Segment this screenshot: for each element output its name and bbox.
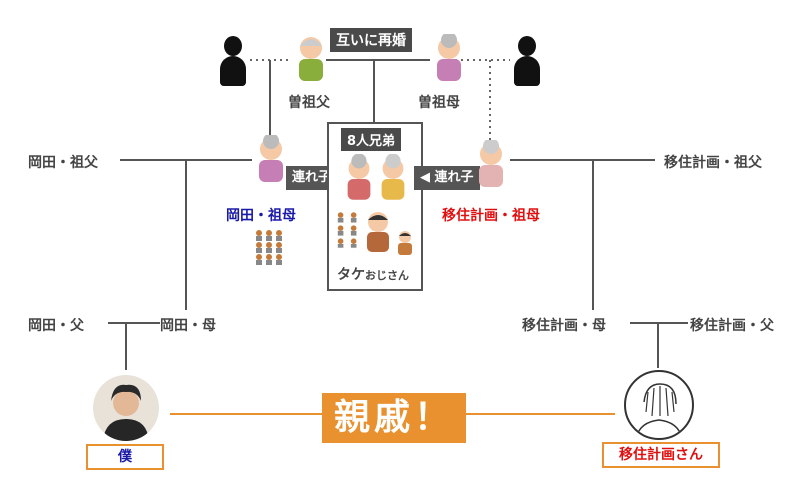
- step-child-arrow-right: ◀ 連れ子: [414, 166, 480, 190]
- man-icon: [367, 212, 389, 252]
- grandfather-icon: [299, 37, 323, 81]
- ijuu-grandmother-label: 移住計画・祖母: [442, 208, 540, 224]
- avatar-photo: [93, 375, 159, 441]
- siblings-label: 8人兄弟: [341, 128, 402, 151]
- okada-grandmother-label: 岡田・祖母: [226, 208, 296, 224]
- take-label: タケおじさん: [337, 267, 409, 283]
- okada-father-label: 岡田・父: [28, 318, 84, 334]
- great-grandmother-label: 曽祖母: [418, 95, 460, 111]
- silhouette-icon: [512, 36, 542, 86]
- ijuu-father-label: 移住計画・父: [690, 318, 774, 334]
- me-label: 僕: [86, 444, 164, 470]
- child-icon: [398, 231, 412, 255]
- grandmother-icon: [479, 140, 503, 187]
- child-icon: [337, 212, 357, 248]
- silhouette-icon: [218, 36, 248, 86]
- grandmother-icon: [437, 34, 461, 81]
- remarry-label: 互いに再婚: [330, 28, 412, 52]
- ijuu-mother-label: 移住計画・母: [522, 318, 606, 334]
- relatives-banner: 親戚！: [322, 393, 466, 443]
- siblings-box: 8人兄弟 タケおじさん: [327, 122, 423, 291]
- ijuu-grandfather-label: 移住計画・祖父: [664, 155, 762, 171]
- child-icon: [256, 230, 282, 265]
- ijuu-san-label: 移住計画さん: [602, 442, 720, 468]
- great-grandfather-label: 曽祖父: [288, 95, 330, 111]
- grandmother-icon: [347, 154, 371, 200]
- okada-mother-label: 岡田・母: [160, 318, 216, 334]
- avatar-sketch: [624, 370, 694, 440]
- grandchildren-icons: [255, 230, 285, 270]
- grandmother-icon: [381, 154, 405, 200]
- grandmother-icon: [259, 135, 283, 182]
- okada-grandfather-label: 岡田・祖父: [28, 155, 98, 171]
